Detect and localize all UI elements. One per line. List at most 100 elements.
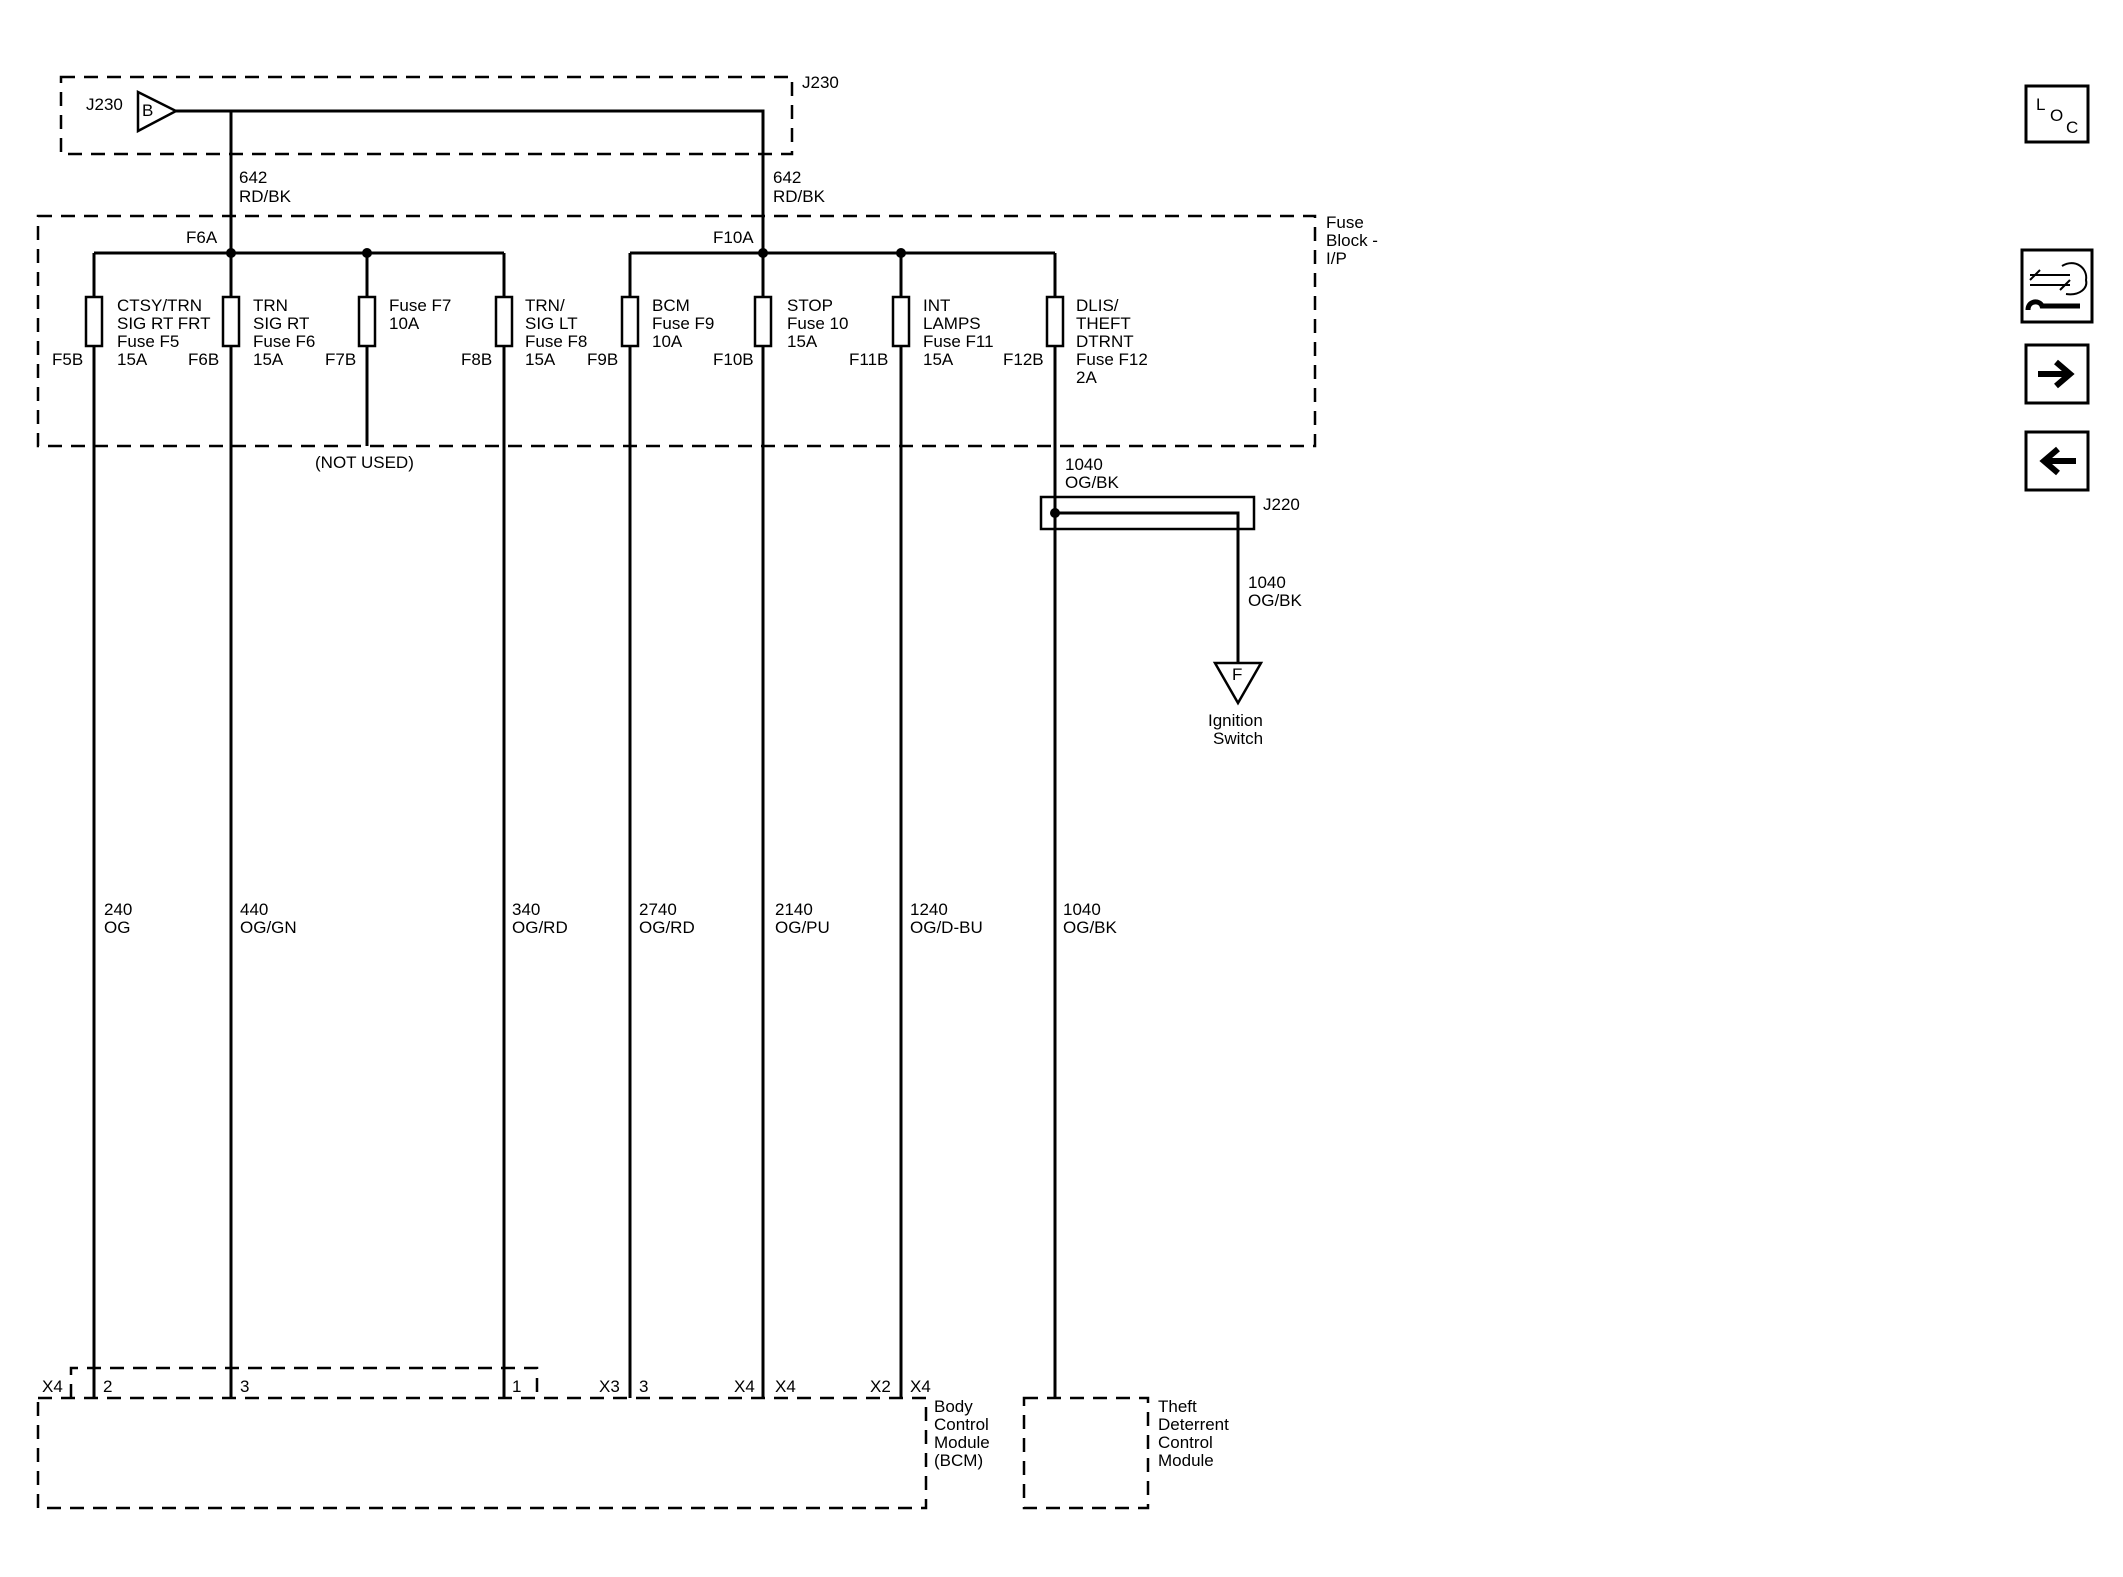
fuse-pin-label: F11B [849,350,888,369]
svg-text:10A: 10A [652,332,683,351]
ignition-label-2: Switch [1213,729,1263,748]
svg-text:10A: 10A [389,314,420,333]
svg-text:TRN: TRN [253,296,288,315]
bcm-pin: 1 [512,1377,521,1396]
svg-text:Fuse 10: Fuse 10 [787,314,848,333]
fuse-block-label-3: I/P [1326,249,1347,268]
bcm-pin: 3 [240,1377,249,1396]
fuse-pin-label: F10B [713,350,754,369]
fuse-f10-label: STOP Fuse 10 15A [787,296,848,351]
fuse-f9 [620,295,640,348]
ignition-pin-label: F [1232,665,1242,684]
output-wire-labels: 240 OG 440 OG/GN 340 OG/RD 2740 OG/RD 21… [104,900,1118,937]
svg-text:DTRNT: DTRNT [1076,332,1134,351]
feed-bus-wire [176,109,765,253]
svg-text:1040: 1040 [1063,900,1101,919]
bus-a-label: F6A [186,228,218,247]
feed-wire-a-circuit: 642 [239,168,267,187]
connector-end-view-icon[interactable] [2020,248,2094,324]
svg-text:LAMPS: LAMPS [923,314,981,333]
fuse-f12 [1045,295,1065,348]
svg-text:2A: 2A [1076,368,1097,387]
wire-1040-ignition [1055,511,1240,668]
splice-in-color: OG/BK [1065,473,1120,492]
fuse-f5 [84,295,104,348]
svg-text:SIG LT: SIG LT [525,314,578,333]
j220-label: J220 [1263,495,1300,514]
j230-pin-label: B [142,101,153,120]
svg-text:CTSY/TRN: CTSY/TRN [117,296,202,315]
svg-text:15A: 15A [253,350,284,369]
svg-text:BCM: BCM [652,296,690,315]
svg-text:Theft: Theft [1158,1397,1197,1416]
svg-text:OG/GN: OG/GN [240,918,297,937]
svg-text:(BCM): (BCM) [934,1451,983,1470]
svg-text:Fuse F5: Fuse F5 [117,332,179,351]
fuse-pin-label: F7B [325,350,356,369]
ignition-pin-symbol [1212,661,1264,706]
bcm-connector-x2: X2 [870,1377,891,1396]
fuse-f7-label: Fuse F7 10A [389,296,451,333]
fuse-pin-label: F12B [1003,350,1044,369]
svg-text:OG/PU: OG/PU [775,918,830,937]
j230-pin-symbol [136,89,179,134]
svg-text:15A: 15A [787,332,818,351]
bcm-connector-x4b: X4 [734,1377,755,1396]
svg-text:2140: 2140 [775,900,813,919]
bcm-pin: 2 [103,1377,112,1396]
fuse-f8-label: TRN/ SIG LT Fuse F8 15A [525,296,587,369]
next-page-button[interactable] [2024,343,2090,405]
svg-text:TRN/: TRN/ [525,296,565,315]
j230-label: J230 [86,95,123,114]
svg-text:340: 340 [512,900,540,919]
splice-out-circuit: 1040 [1248,573,1286,592]
arrow-left-icon [2039,446,2076,476]
locator-button[interactable]: L O C [2024,84,2090,144]
bcm-pin: X4 [910,1377,931,1396]
svg-text:SIG RT: SIG RT [253,314,309,333]
previous-page-button[interactable] [2024,430,2090,492]
j220-splice-box [1039,495,1256,531]
loc-letter-c: C [2066,118,2078,137]
fuse-f6-label: TRN SIG RT Fuse F6 15A [253,296,315,369]
loc-letter-o: O [2050,106,2063,125]
svg-text:Fuse F6: Fuse F6 [253,332,315,351]
bcm-x4-connector [69,1366,539,1398]
svg-text:Module: Module [1158,1451,1214,1470]
svg-text:15A: 15A [923,350,954,369]
svg-text:Body: Body [934,1397,973,1416]
fuse-pin-label: F5B [52,350,83,369]
svg-text:Deterrent: Deterrent [1158,1415,1229,1434]
svg-text:Fuse F9: Fuse F9 [652,314,714,333]
bcm-label: Body Control Module (BCM) [934,1397,990,1470]
not-used-label: (NOT USED) [315,453,414,472]
fuse-f6 [221,295,241,348]
svg-text:OG/RD: OG/RD [512,918,568,937]
bcm-pin: 3 [639,1377,648,1396]
j230-box-label: J230 [802,73,839,92]
fuse-f8 [494,295,514,348]
svg-text:2740: 2740 [639,900,677,919]
svg-text:15A: 15A [525,350,556,369]
ignition-label-1: Ignition [1208,711,1263,730]
fuse-pin-label: F8B [461,350,492,369]
feed-wire-b-color: RD/BK [773,187,826,206]
feed-wire-a-color: RD/BK [239,187,292,206]
fuse-f5-label: CTSY/TRN SIG RT FRT Fuse F5 15A [117,296,211,369]
svg-text:Fuse F12: Fuse F12 [1076,350,1148,369]
loc-letter-l: L [2036,95,2045,114]
tdcm-label: Theft Deterrent Control Module [1158,1397,1229,1470]
splice-junction [1050,508,1060,518]
svg-text:OG/D-BU: OG/D-BU [910,918,983,937]
splice-in-circuit: 1040 [1065,455,1103,474]
fuse-f12-label: DLIS/ THEFT DTRNT Fuse F12 2A [1076,296,1148,387]
svg-text:1240: 1240 [910,900,948,919]
svg-text:240: 240 [104,900,132,919]
svg-text:Fuse F7: Fuse F7 [389,296,451,315]
fuse-block-label-2: Block - [1326,231,1378,250]
fuse-f9-label: BCM Fuse F9 10A [652,296,714,351]
svg-text:Module: Module [934,1433,990,1452]
bcm-connector-x4: X4 [42,1377,63,1396]
svg-text:INT: INT [923,296,950,315]
